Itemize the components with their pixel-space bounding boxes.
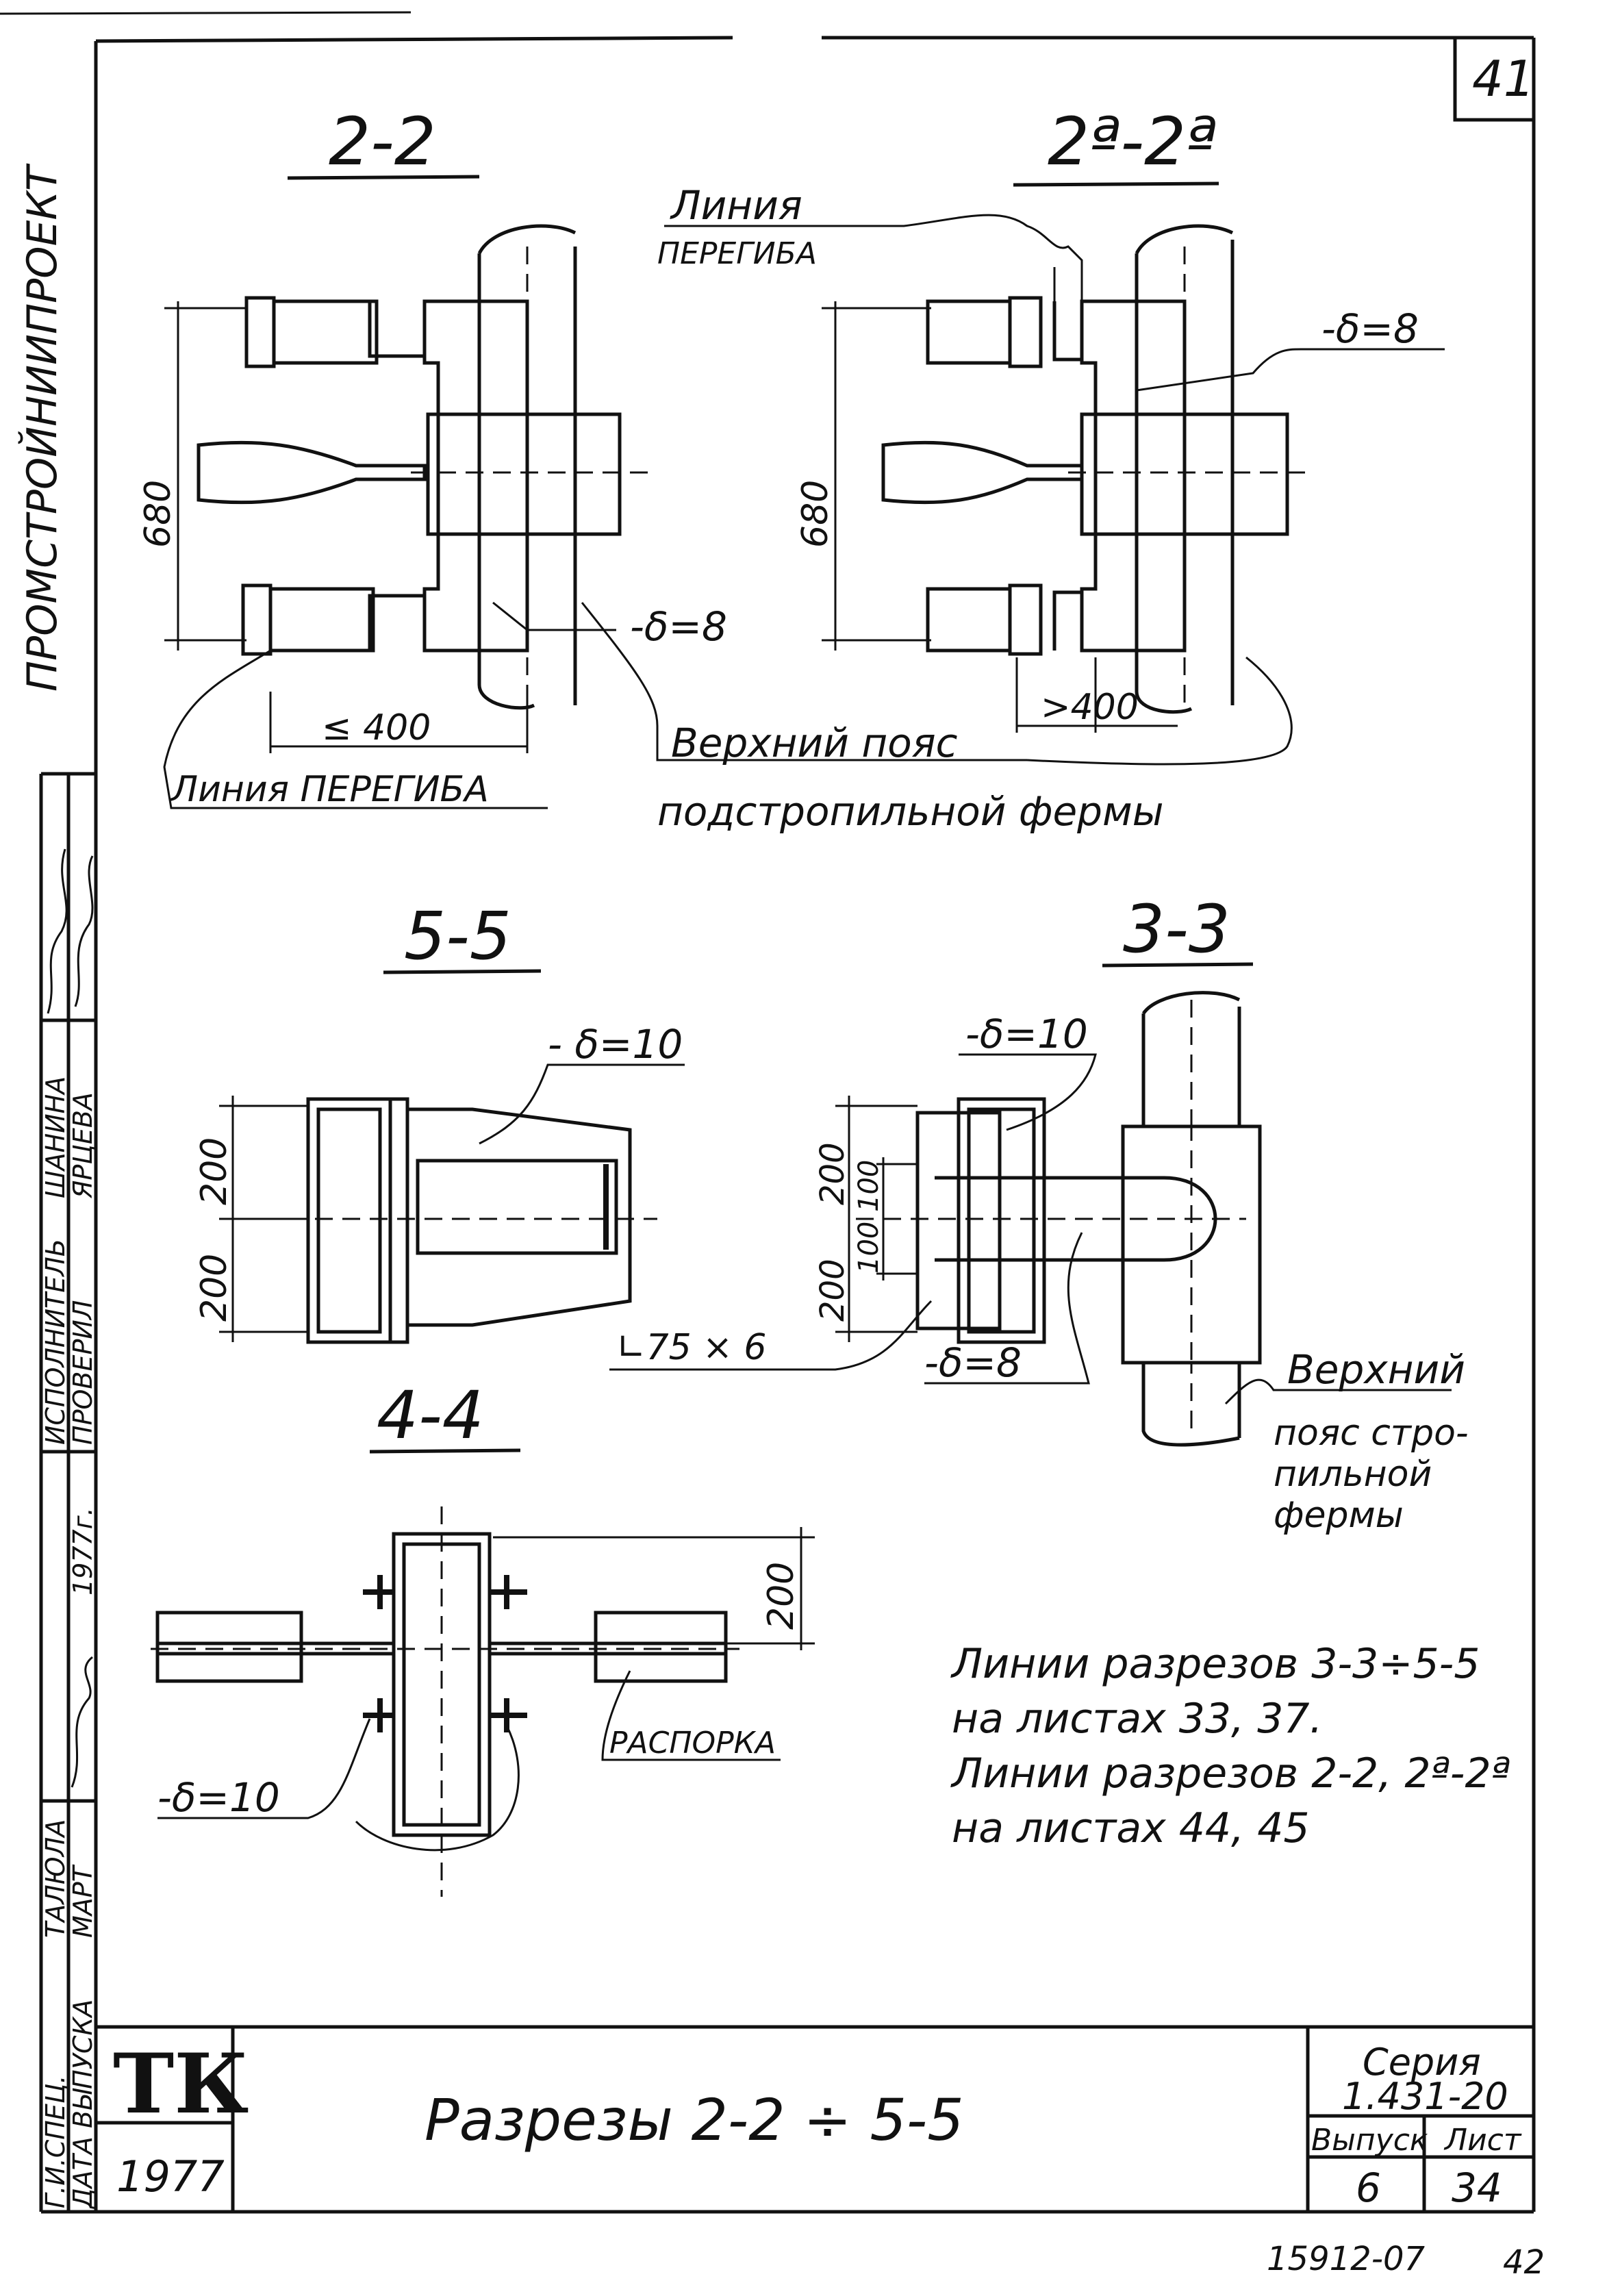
section-2a-2a-title: 2ª-2ª [1048,103,1217,180]
signature-3 [71,1656,93,1788]
issue-value: 6 [1356,2165,1381,2211]
side-stamp-col4-a: ШАНИНА [40,1076,71,1198]
side-stamp-col4-b: ЯРЦЕВА [68,1092,98,1199]
section-5-5-dim-top: 200 [194,1137,235,1205]
upper-chord-leader [581,602,1027,761]
side-stamp-col3-a: ИСПОЛНИТЕЛЬ [40,1239,71,1445]
side-stamp-col1-a: Г.И.СПЕЦ. [40,2076,71,2208]
section-5-5-dim-bottom: 200 [194,1254,235,1322]
section-2a-2a-dim-width: >400 [1041,687,1139,728]
title-block [96,2025,1534,2212]
side-organization: ПРОМСТРОЙНИИПРОЕКТ [18,163,66,692]
note-line-3: Линии разрезов 2-2, 2ª-2ª [950,1750,1510,1797]
section-2a-2a-plate: -δ=8 [1321,305,1419,352]
footer-code: 15912-07 [1267,2240,1426,2278]
section-3-3-dim-inner-bottom: 100 [853,1222,885,1274]
side-stamp-col2-b: МАРТ [68,1864,98,1938]
section-5-5-title: 5-5 [404,898,511,974]
section-2-2: 2-2 680 ≤ 400 -δ=8 [138,103,727,809]
sheet-frame [0,11,1536,2214]
side-stamp-col1-b: ДАТА ВЫПУСКА [68,1999,98,2210]
footer-number: 42 [1503,2243,1545,2282]
section-3-3-title: 3-3 [1123,891,1230,968]
section-3-3-angle: ∟75 × 6 [616,1327,766,1368]
rafter-chord-label-1: Верхний [1287,1346,1465,1393]
signature-2 [74,855,94,1007]
rafter-chord-label-4: фермы [1274,1495,1404,1536]
upper-chord-label-1: Верхний пояс [671,720,958,766]
rafter-chord-label-3: пильной [1274,1454,1432,1495]
section-4-4-title: 4-4 [377,1377,484,1454]
issue-label: Выпуск [1311,2123,1428,2158]
logo-tk: ТК [113,2036,249,2132]
section-2a-2a: 2ª-2ª 680 >400 -δ=8 [664,103,1445,766]
note-line-4: на листах 44, 45 [952,1804,1310,1852]
note-line-2: на листах 33, 37. [952,1695,1323,1743]
side-stamp-col3-b: ПРОВЕРИЛ [68,1300,98,1445]
notes-block: Линии разрезов 3-3÷5-5 на листах 33, 37.… [950,1640,1510,1852]
section-3-3-plate-bottom: -δ=8 [924,1339,1022,1386]
signature-1 [47,848,68,1014]
upper-chord-label-2: подстропильной фермы [657,788,1164,835]
section-4-4-plate: -δ=10 [157,1774,280,1821]
section-4-4: 4-4 200 -δ=10 РАСПОРКА [151,1377,815,1897]
side-stamp-col2-a: ТАЛЮЛА [40,1819,71,1938]
section-3-3-plate-top: -δ=10 [965,1011,1088,1057]
bend-line-label-bottom: Линия ПЕРЕГИБА [170,769,489,810]
bend-line-label-top-2: ПЕРЕГИБА [657,236,817,271]
section-2a-2a-dim-height: 680 [795,480,836,548]
side-stamp [39,772,96,2214]
rafter-chord-label-2: пояс стро- [1274,1413,1469,1454]
section-4-4-strut: РАСПОРКА [609,1726,776,1761]
drawing-title: Разрезы 2-2 ÷ 5-5 [425,2086,964,2154]
section-3-3-dim-inner-top: 100 [853,1160,885,1212]
sheet-value: 34 [1452,2165,1502,2211]
bend-line-label-top: Линия [670,182,802,229]
note-line-1: Линии разрезов 3-3÷5-5 [950,1640,1480,1688]
section-3-3: 3-3 200 200 100 100 -δ=10 -δ=8 ∟75 × 6 [609,891,1452,1447]
series-label: Серия [1363,2041,1481,2084]
sheet-number: 41 [1472,50,1535,108]
section-2-2-dim-height: 680 [138,480,179,548]
section-3-3-dim-bottom: 200 [813,1259,852,1322]
section-5-5: 5-5 200 200 - δ=10 [194,898,685,1344]
section-4-4-dim-height: 200 [761,1562,802,1630]
section-5-5-plate: - δ=10 [548,1021,683,1068]
section-2-2-plate: -δ=8 [630,603,727,650]
section-3-3-dim-top: 200 [813,1142,852,1205]
section-2-2-dim-width: ≤ 400 [322,707,431,748]
sheet-label: Лист [1443,2123,1522,2158]
section-2-2-title: 2-2 [329,103,436,180]
side-stamp-col2-c: 1977г. [68,1507,98,1595]
year: 1977 [116,2152,225,2202]
series-value: 1.431-20 [1342,2075,1508,2118]
